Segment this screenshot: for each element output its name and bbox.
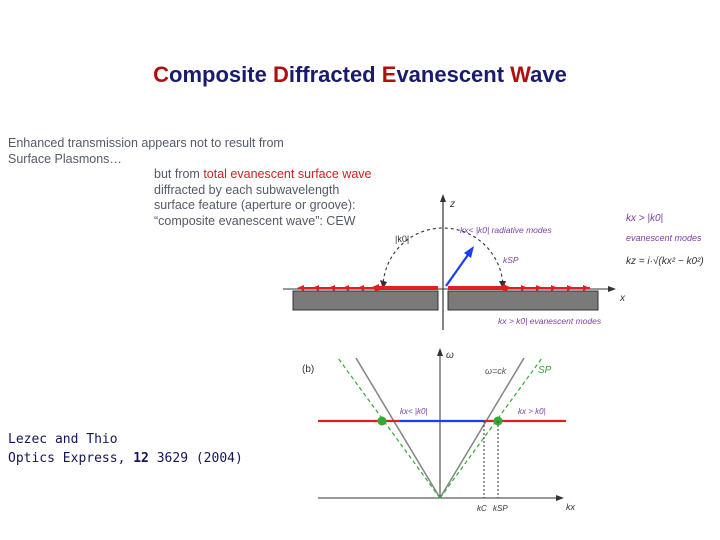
omega-label: ω xyxy=(446,350,454,361)
k0-circle-arrow-right xyxy=(499,281,506,289)
title-d: D xyxy=(272,62,289,87)
kc-label: kC xyxy=(477,504,487,513)
sp-point-left xyxy=(377,416,387,426)
citation: Lezec and Thio Optics Express, 12 3629 (… xyxy=(8,430,243,468)
formula-kz: kz = i·√(kx² − k0²) xyxy=(626,255,704,267)
title-e: E xyxy=(381,62,397,87)
citation-volume: 12 xyxy=(133,451,149,466)
intro-highlight: total evanescent surface wave xyxy=(203,167,372,181)
intro-text: Enhanced transmission appears not to res… xyxy=(8,136,371,229)
ksp-label-a: kSP xyxy=(503,255,519,265)
intro-line-2: Surface Plasmons… xyxy=(8,151,122,166)
citation-journal: Optics Express, xyxy=(8,451,134,466)
kx-axis-arrowhead xyxy=(556,495,564,501)
k0-label: |k0| xyxy=(395,234,409,244)
title-part-4: ave xyxy=(530,62,567,87)
ksp-label-b: kSP xyxy=(493,504,508,513)
x-axis-label: x xyxy=(619,293,626,304)
panel-label-b: (b) xyxy=(302,364,314,375)
radiative-arrow xyxy=(445,251,471,287)
intro-line-6: “composite evanescent wave”: CEW xyxy=(154,213,356,228)
intro-line-4: diffracted by each subwavelength xyxy=(154,182,340,197)
slide-title: Composite Diffracted Evanescent Wave xyxy=(0,62,720,88)
intro-line-3-prefix: but from xyxy=(154,167,204,181)
x-axis-arrowhead xyxy=(608,286,616,292)
radiative-label: kx< |k0| radiative modes xyxy=(460,225,552,235)
sp-curve-left xyxy=(337,357,441,499)
title-part-2: iffracted xyxy=(288,62,382,87)
light-line-label: ω=ck xyxy=(485,366,507,376)
omega-axis-arrowhead xyxy=(437,348,443,356)
sp-curve-right xyxy=(439,357,543,499)
right-region-label: kx > k0| xyxy=(518,407,546,416)
sp-label: SP xyxy=(538,365,552,376)
intro-line-3: but from total evanescent surface wave xyxy=(8,167,371,183)
evanescent-label: kx > k0| evanescent modes xyxy=(498,316,602,326)
intro-line-1: Enhanced transmission appears not to res… xyxy=(8,136,284,150)
metal-film-right xyxy=(447,290,599,311)
citation-authors: Lezec and Thio xyxy=(8,432,118,447)
citation-reference: Optics Express, 12 3629 (2004) xyxy=(8,449,243,468)
surface-wave-arrowheads xyxy=(297,284,590,292)
citation-pages: 3629 (2004) xyxy=(148,451,243,466)
k0-circle-arrow-left xyxy=(380,280,387,289)
light-line-right xyxy=(439,357,525,499)
kx-axis-label: kx xyxy=(566,502,576,512)
z-axis-arrowhead xyxy=(440,194,446,202)
metal-film-left xyxy=(292,290,439,311)
formula-condition: kx > |k0| xyxy=(626,213,663,224)
formula-modes: evanescent modes xyxy=(626,233,702,243)
z-axis-label: z xyxy=(449,199,455,210)
title-c: C xyxy=(153,62,170,87)
title-part-3: vanescent xyxy=(396,62,511,87)
light-line-left xyxy=(355,357,441,499)
intro-line-5: surface feature (aperture or groove): xyxy=(154,198,356,212)
left-region-label: kx< |k0| xyxy=(400,407,428,416)
title-part-1: omposite xyxy=(169,62,273,87)
title-w: W xyxy=(510,62,531,87)
radiative-arrowhead xyxy=(464,246,474,258)
